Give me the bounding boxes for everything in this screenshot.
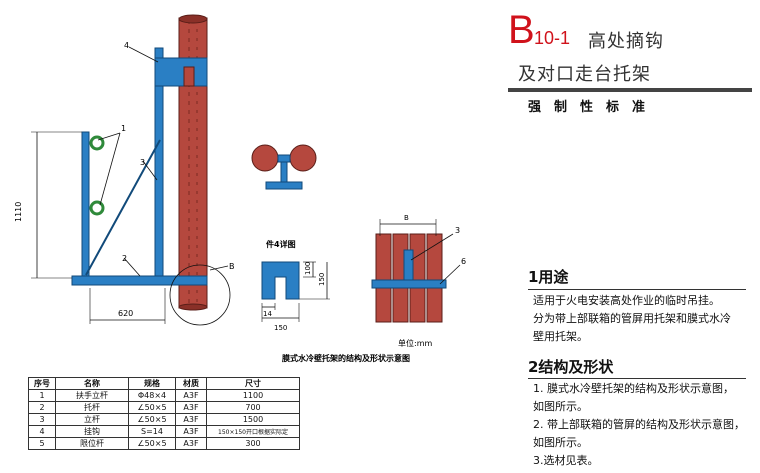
section-heading-structure: 2结构及形状	[528, 358, 614, 376]
table-cell: ∠50×5	[128, 401, 176, 414]
table-header: 序号	[28, 377, 56, 390]
section-heading-usage: 1用途	[528, 268, 569, 286]
table-cell: 150×150开口根据实际定	[206, 425, 300, 438]
ring-icon	[89, 135, 105, 151]
table-cell: A3F	[175, 389, 207, 402]
table-cell: ∠50×5	[128, 437, 176, 450]
callout-b: B	[229, 262, 235, 271]
section-body-structure: 1. 膜式水冷壁托架的结构及形状示意图， 如图所示。 2. 带上部联箱的管屏的结…	[533, 380, 753, 470]
support-bar	[71, 275, 208, 286]
callout-1: 1	[121, 124, 126, 133]
table-cell: 立杆	[55, 413, 129, 426]
text-line: 3.选材见表。	[533, 454, 599, 467]
text-line: 壁用托架。	[533, 330, 588, 343]
detail-dim-150-v: 150	[318, 273, 326, 286]
title-subtitle: 强制性标准	[528, 100, 659, 115]
table-cell: 挂钩	[55, 425, 129, 438]
tube-section	[371, 219, 461, 323]
height-dimension: 1110	[14, 202, 23, 222]
section-b-label: B	[404, 214, 409, 222]
title-letter: B	[508, 8, 535, 52]
text-line: 如图所示。	[533, 400, 588, 413]
table-cell: 2	[28, 401, 56, 414]
table-cell: S=14	[128, 425, 176, 438]
table-row: 5 限位杆 ∠50×5 A3F 300	[28, 437, 300, 450]
table-header: 尺寸	[206, 377, 300, 390]
table-cell: 1100	[206, 389, 300, 402]
table-header-row: 序号 名称 规格 材质 尺寸	[28, 377, 300, 390]
callout-4: 4	[124, 41, 129, 50]
roller-figure	[251, 144, 317, 190]
title-code: 10-1	[534, 28, 571, 48]
table-header: 规格	[128, 377, 176, 390]
ring-icon	[89, 200, 105, 216]
text-line: 如图所示。	[533, 436, 588, 449]
section-divider	[528, 289, 746, 290]
table-row: 3 立杆 ∠50×5 A3F 1500	[28, 413, 300, 426]
text-line: 适用于火电安装高处作业的临时吊挂。	[533, 294, 720, 307]
detail-dim-100: 100	[304, 262, 312, 275]
table-cell: 300	[206, 437, 300, 450]
text-line: 分为带上部联箱的管屏用托架和膜式水冷	[533, 312, 731, 325]
title-divider	[508, 88, 752, 92]
table-cell: 1	[28, 389, 56, 402]
detail-dim-14: 14	[263, 310, 272, 318]
drawing-caption: 膜式水冷壁托架的结构及形状示意图	[282, 353, 410, 363]
callout-2: 2	[122, 254, 127, 263]
table-row: 1 扶手立杆 Φ48×4 A3F 1100	[28, 389, 300, 402]
hook-detail	[261, 261, 330, 322]
table-row: 4 挂钩 S=14 A3F 150×150开口根据实际定	[28, 425, 300, 438]
table-cell: Φ48×4	[128, 389, 176, 402]
detail-dim-150-h: 150	[274, 324, 287, 332]
text-line: 1. 膜式水冷壁托架的结构及形状示意图，	[533, 382, 734, 395]
handrail-post	[81, 131, 90, 279]
table-row: 2 托杆 ∠50×5 A3F 700	[28, 401, 300, 414]
table-cell: A3F	[175, 437, 207, 450]
table-cell: A3F	[175, 401, 207, 414]
table-cell: 限位杆	[55, 437, 129, 450]
text-line: 2. 带上部联箱的管屏的结构及形状示意图，	[533, 418, 745, 431]
table-cell: 5	[28, 437, 56, 450]
detail-circle	[169, 264, 231, 326]
section-body-usage: 适用于火电安装高处作业的临时吊挂。 分为带上部联箱的管屏用托架和膜式水冷 壁用托…	[533, 292, 753, 346]
table-header: 材质	[175, 377, 207, 390]
detail-title: 件4详图	[266, 239, 296, 249]
unit-label: 单位:mm	[398, 338, 432, 348]
hanging-hook	[154, 57, 208, 87]
table-cell: 托杆	[55, 401, 129, 414]
table-cell: 3	[28, 413, 56, 426]
table-cell: 4	[28, 425, 56, 438]
table-cell: ∠50×5	[128, 413, 176, 426]
title-line-1: 高处摘钩	[588, 31, 664, 52]
title-block: B 10-1 高处摘钩 及对口走台托架 强制性标准	[508, 8, 758, 118]
title-line-2: 及对口走台托架	[518, 64, 651, 85]
table-cell: A3F	[175, 425, 207, 438]
callout-6: 6	[461, 257, 466, 266]
callout-3: 3	[140, 158, 145, 167]
table-cell: 1500	[206, 413, 300, 426]
table-header: 名称	[55, 377, 129, 390]
structure-drawing: 1 2 3 4 B 3 6 1110 620 件4详图 100 150 14 1…	[14, 14, 466, 363]
table-cell: A3F	[175, 413, 207, 426]
table-cell: 700	[206, 401, 300, 414]
callout-3b: 3	[455, 226, 460, 235]
section-divider	[528, 378, 746, 379]
width-dimension: 620	[118, 309, 133, 318]
table-cell: 扶手立杆	[55, 389, 129, 402]
material-table: 序号 名称 规格 材质 尺寸 1 扶手立杆 Φ48×4 A3F 1100 2 托…	[28, 377, 300, 450]
